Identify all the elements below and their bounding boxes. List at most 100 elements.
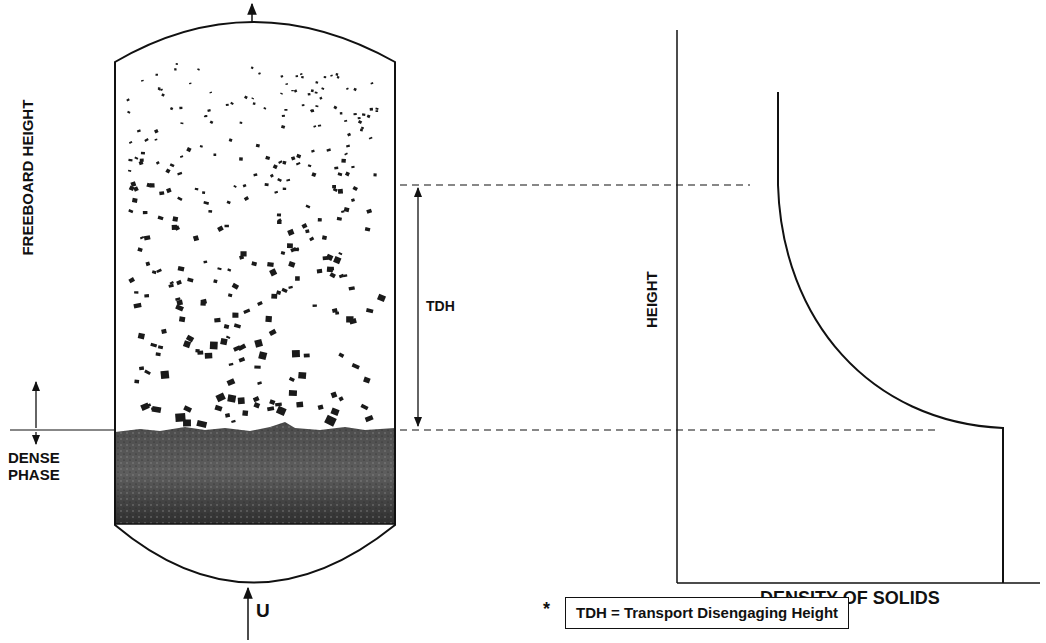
particle: [298, 372, 306, 379]
particle: [251, 261, 257, 266]
particle: [281, 251, 286, 255]
particle: [242, 410, 248, 416]
particle: [267, 406, 274, 411]
particle: [269, 268, 277, 276]
particle: [134, 380, 139, 384]
particle: [179, 107, 182, 110]
particle: [286, 179, 290, 182]
density-profile-curve: [778, 92, 1003, 583]
particle: [140, 236, 144, 239]
particle: [183, 405, 192, 413]
particle: [217, 267, 221, 270]
particle: [287, 229, 294, 236]
particle: [289, 390, 297, 396]
particle: [256, 144, 260, 148]
particle: [344, 153, 348, 156]
particle: [360, 404, 368, 411]
particle: [126, 98, 130, 101]
particle: [284, 109, 287, 111]
particle: [253, 396, 260, 402]
particle: [180, 155, 183, 158]
particle: [200, 145, 203, 148]
tdh-dimension-arrow: [417, 188, 418, 426]
particle: [291, 90, 293, 91]
particle: [158, 345, 163, 349]
particle: [265, 156, 270, 160]
particle: [226, 104, 229, 106]
dense-phase-label: DENSE PHASE: [8, 449, 68, 484]
particle: [258, 72, 261, 75]
particle: [155, 74, 158, 76]
particle: [269, 399, 275, 405]
particle: [257, 381, 262, 385]
particle: [144, 235, 151, 240]
particle: [195, 188, 199, 191]
particle: [253, 402, 260, 408]
particle: [332, 308, 338, 313]
particle: [213, 279, 217, 283]
particle: [175, 304, 184, 311]
particle: [251, 97, 254, 99]
particle: [145, 261, 150, 266]
particle: [296, 154, 301, 159]
particle: [227, 394, 236, 402]
entrained-particles: [126, 63, 386, 428]
particle: [128, 277, 135, 283]
particle: [353, 88, 357, 91]
particle: [158, 216, 164, 221]
particle: [269, 329, 277, 336]
particle: [270, 174, 274, 178]
particle: [376, 110, 379, 112]
particle: [234, 323, 241, 328]
particle: [277, 213, 281, 216]
particle: [375, 107, 378, 110]
freeboard-label: FREEBOARD HEIGHT: [19, 100, 36, 256]
particle: [330, 408, 339, 416]
particle: [315, 81, 318, 84]
particle: [321, 87, 324, 90]
particle: [341, 210, 345, 213]
particle: [159, 191, 164, 195]
particle: [258, 351, 267, 360]
particle: [170, 107, 173, 110]
particle: [228, 293, 233, 297]
particle: [313, 304, 317, 307]
particle: [344, 207, 350, 212]
particle: [128, 209, 133, 213]
particle: [139, 366, 144, 370]
particle: [333, 188, 338, 192]
particle: [295, 75, 298, 77]
particle: [152, 406, 162, 413]
particle: [306, 205, 311, 209]
particle: [334, 167, 338, 170]
particle: [128, 159, 132, 162]
particle: [175, 413, 186, 422]
particle: [251, 66, 254, 69]
particle: [318, 404, 324, 410]
particle: [137, 129, 141, 132]
particle: [365, 227, 371, 232]
particle: [338, 189, 343, 194]
particle: [362, 113, 366, 116]
particle: [304, 353, 310, 357]
particle: [239, 357, 246, 362]
tdh-label: TDH: [424, 297, 457, 315]
particle: [175, 297, 181, 301]
particle: [132, 198, 138, 203]
particle: [144, 294, 149, 297]
particle: [302, 104, 305, 106]
particle: [346, 87, 349, 90]
particle: [210, 120, 214, 124]
particle: [339, 274, 344, 278]
particle: [311, 150, 315, 153]
particle: [193, 235, 199, 241]
particle: [179, 316, 185, 322]
particle: [295, 276, 300, 281]
axis-label: HEIGHT: [642, 272, 659, 329]
particle: [229, 363, 234, 366]
particle: [203, 260, 207, 263]
particle: [232, 313, 238, 318]
particle: [231, 420, 236, 423]
